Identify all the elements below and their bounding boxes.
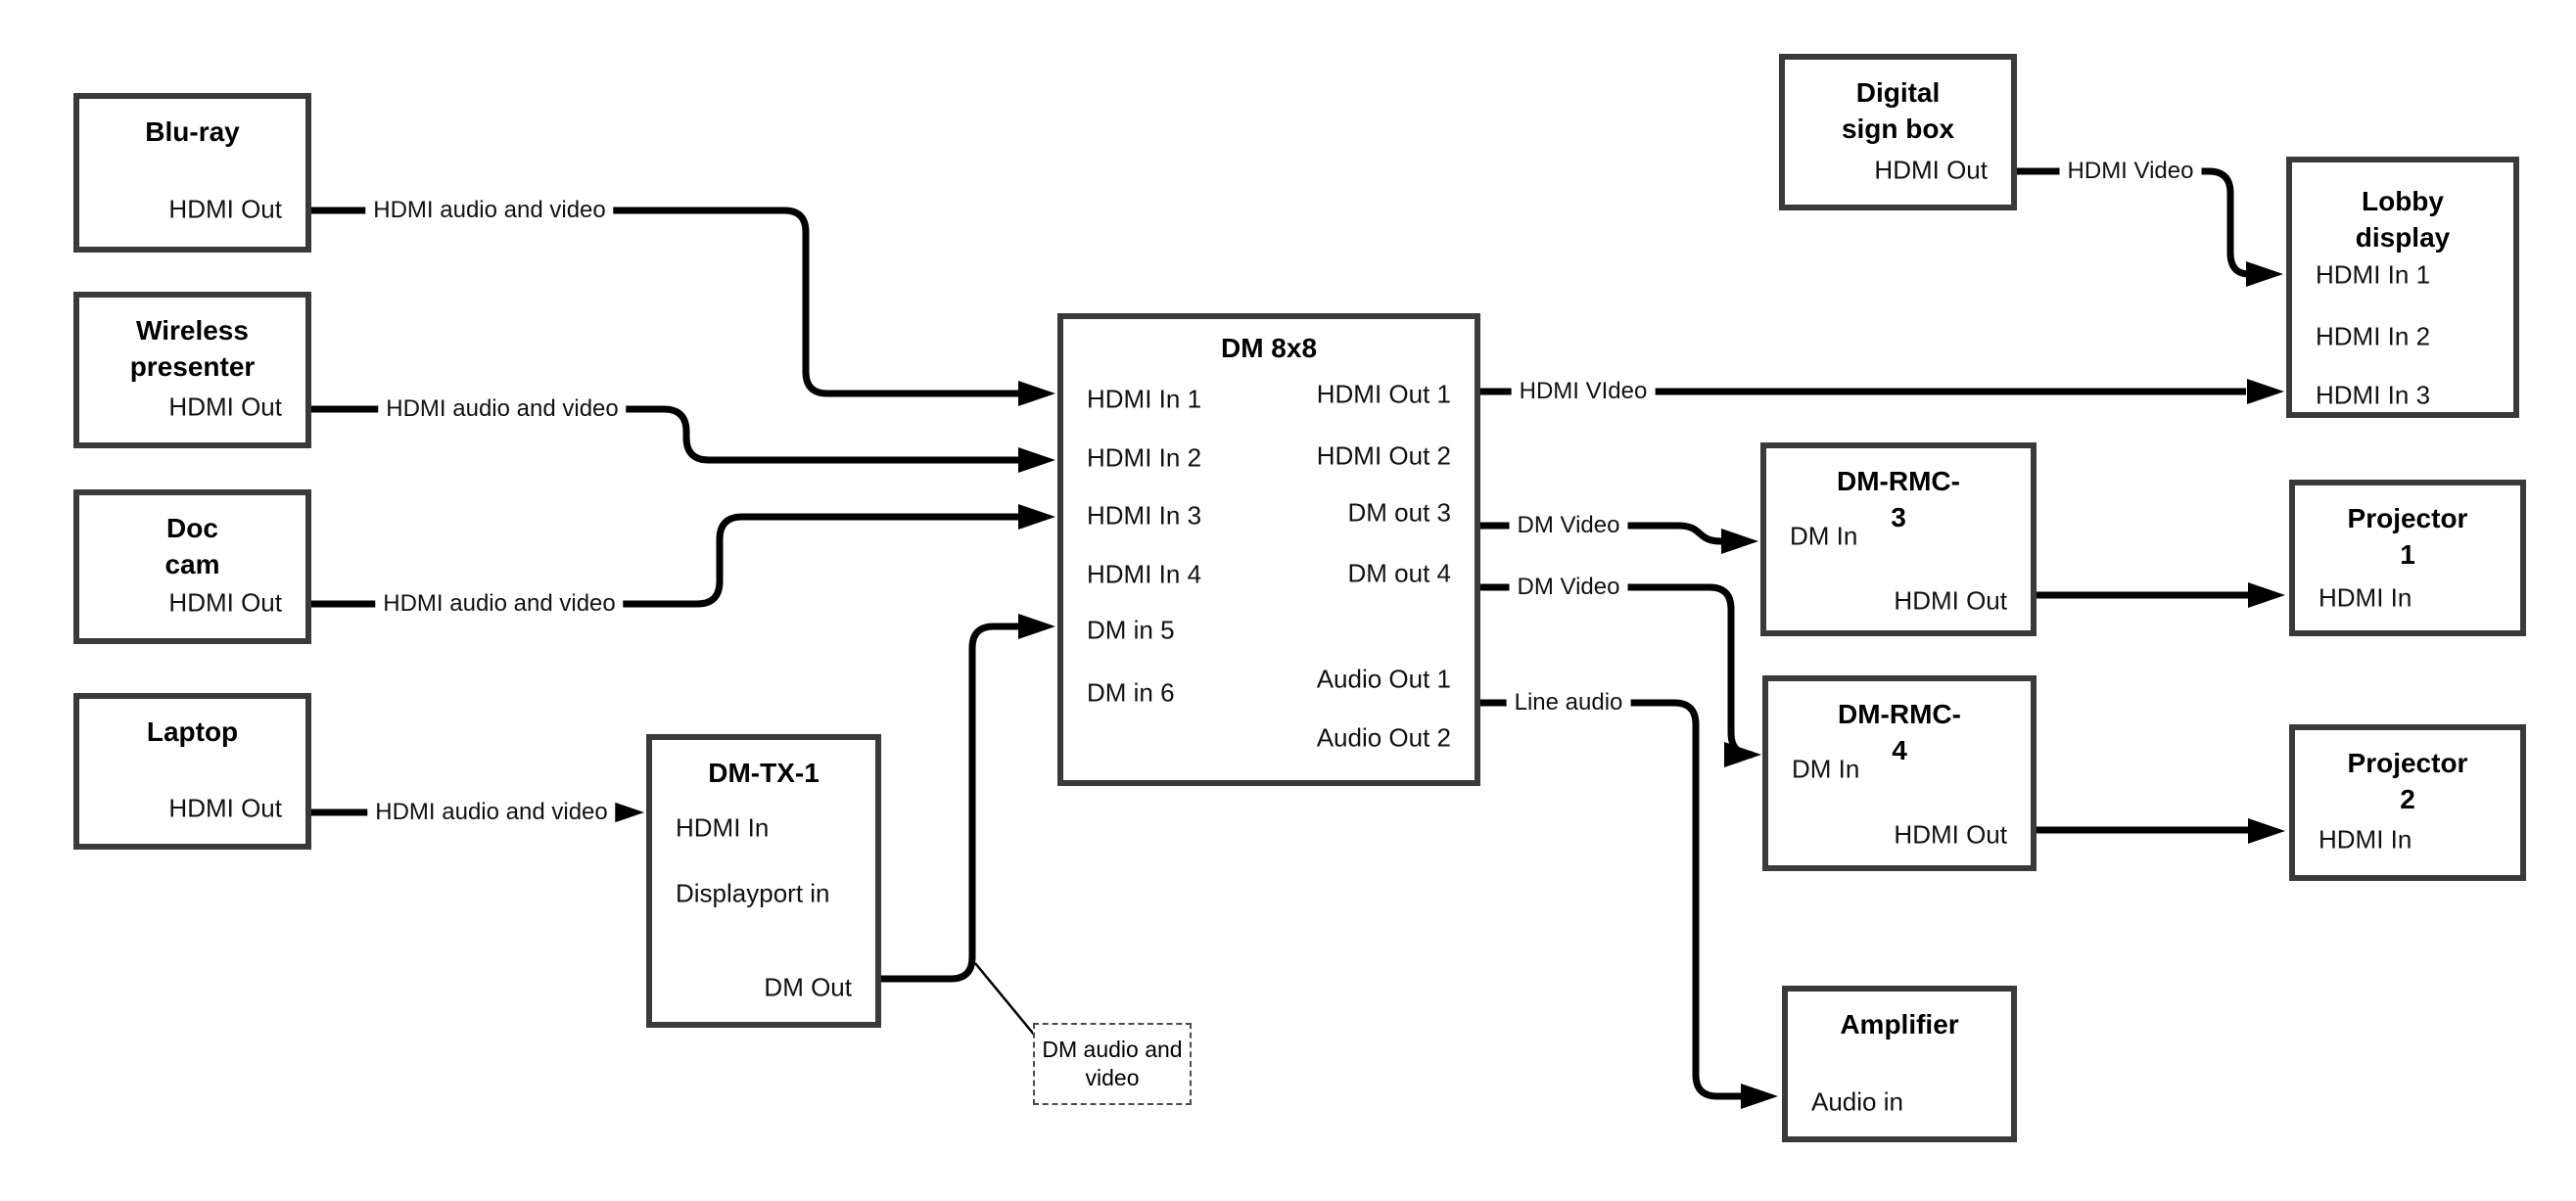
arrow-lobby-in3	[2247, 379, 2284, 404]
port-dm8x8-hdmi-out-1: HDMI Out 1	[1316, 379, 1451, 409]
port-amp-audio-in: Audio in	[1811, 1086, 1903, 1117]
port-proj1-hdmi-in: HDMI In	[2318, 582, 2412, 613]
port-rmc4-dm-in: DM In	[1792, 754, 1860, 784]
port-proj2-hdmi-in: HDMI In	[2318, 824, 2412, 855]
node-bluray-title: Blu-ray	[145, 116, 240, 147]
cable-label-dm-video-out4: DM Video	[1509, 572, 1628, 603]
port-rmc4-hdmi-out: HDMI Out	[1894, 819, 2007, 850]
port-rmc3-dm-in: DM In	[1790, 521, 1858, 551]
arrow-dmtx1-hdmi-in	[607, 800, 644, 825]
port-dmtx1-hdmi-in: HDMI In	[676, 812, 770, 843]
port-dm8x8-dm-out-3: DM out 3	[1347, 497, 1452, 528]
arrow-amp-audio-in	[1741, 1084, 1778, 1109]
cable-digisign-to-lobby-in1	[2017, 167, 2250, 278]
port-dm8x8-hdmi-in-3: HDMI In 3	[1087, 500, 1202, 531]
arrow-rmc4-dm-in	[1724, 742, 1761, 767]
note-leader-line	[974, 962, 1036, 1037]
node-rmc3-title: DM-RMC-3	[1837, 466, 1960, 532]
port-digisign-hdmi-out: HDMI Out	[1874, 155, 1988, 185]
node-amplifier: Amplifier Audio in	[1782, 986, 2017, 1142]
cable-label-laptop: HDMI audio and video	[367, 797, 616, 828]
port-dmtx1-dm-out: DM Out	[764, 972, 852, 1002]
node-doc-cam: Doc cam HDMI Out	[73, 489, 311, 644]
port-wireless-hdmi-out: HDMI Out	[168, 392, 282, 422]
port-dm8x8-hdmi-in-1: HDMI In 1	[1087, 384, 1202, 414]
port-dm8x8-hdmi-in-4: HDMI In 4	[1087, 559, 1202, 589]
node-dmtx1-title: DM-TX-1	[708, 758, 820, 788]
node-dm-8x8: DM 8x8 HDMI In 1 HDMI In 2 HDMI In 3 HDM…	[1057, 313, 1480, 786]
cable-label-bluray: HDMI audio and video	[365, 195, 614, 226]
cable-dm8x8-out4-to-rmc4	[1480, 583, 1754, 759]
note-text: DM audio and video	[1042, 1037, 1183, 1090]
cable-label-line-audio: Line audio	[1506, 687, 1631, 718]
node-laptop-title: Laptop	[146, 716, 239, 747]
port-dm8x8-hdmi-in-2: HDMI In 2	[1087, 442, 1202, 473]
cable-bluray-to-dm8x8-in1	[311, 207, 1018, 397]
port-dmtx1-displayport-in: Displayport in	[676, 878, 830, 908]
arrowheads	[607, 261, 2285, 1109]
port-lobby-hdmi-in-1: HDMI In 1	[2316, 259, 2431, 290]
port-dm8x8-audio-out-1: Audio Out 1	[1316, 664, 1451, 694]
port-bluray-hdmi-out: HDMI Out	[168, 194, 282, 224]
cable-wireless-to-dm8x8-in2	[311, 405, 1018, 464]
node-dm-rmc-4: DM-RMC-4 DM In HDMI Out	[1762, 675, 2037, 871]
node-doccam-title: Doc cam	[164, 513, 220, 579]
port-dm8x8-audio-out-2: Audio Out 2	[1316, 722, 1451, 753]
cable-label-wireless: HDMI audio and video	[378, 393, 627, 425]
port-dm8x8-dm-out-4: DM out 4	[1347, 558, 1452, 588]
node-dm-tx-1: DM-TX-1 HDMI In Displayport in DM Out	[646, 734, 881, 1028]
node-amp-title: Amplifier	[1840, 1009, 1959, 1039]
node-dm-rmc-3: DM-RMC-3 DM In HDMI Out	[1760, 442, 2037, 636]
arrow-dm8x8-in1	[1018, 381, 1055, 406]
cable-label-hdmi-video-out1: HDMI VIdeo	[1511, 376, 1656, 407]
arrow-rmc3-dm-in	[1721, 529, 1758, 554]
node-projector-1: Projector 1 HDMI In	[2289, 480, 2526, 636]
port-lobby-hdmi-in-3: HDMI In 3	[2316, 380, 2431, 410]
arrow-dm8x8-in3	[1018, 504, 1055, 530]
port-laptop-hdmi-out: HDMI Out	[168, 793, 282, 823]
port-dm8x8-hdmi-out-2: HDMI Out 2	[1316, 440, 1451, 471]
node-wireless-presenter: Wireless presenter HDMI Out	[73, 292, 311, 448]
node-proj2-title: Projector 2	[2347, 748, 2468, 814]
port-dm8x8-dm-in-6: DM in 6	[1087, 677, 1175, 708]
node-proj1-title: Projector 1	[2347, 503, 2468, 570]
arrow-proj1-hdmi-in	[2248, 582, 2285, 608]
node-bluray: Blu-ray HDMI Out	[73, 93, 311, 253]
port-rmc3-hdmi-out: HDMI Out	[1894, 585, 2007, 616]
arrow-proj2-hdmi-in	[2248, 818, 2285, 844]
node-digital-sign-box: Digital sign box HDMI Out	[1779, 54, 2017, 210]
cable-label-doccam: HDMI audio and video	[375, 588, 624, 620]
cable-doccam-to-dm8x8-in3	[311, 513, 1018, 608]
port-lobby-hdmi-in-2: HDMI In 2	[2316, 321, 2431, 351]
node-rmc4-title: DM-RMC-4	[1838, 699, 1961, 765]
cable-label-dm-video-out3: DM Video	[1509, 510, 1628, 541]
node-dm8x8-title: DM 8x8	[1220, 333, 1318, 363]
node-laptop: Laptop HDMI Out	[73, 693, 311, 850]
cable-dmtx1-to-dm8x8-in5	[881, 623, 1018, 983]
arrow-dm8x8-in2	[1018, 447, 1055, 473]
note-dm-audio-and-video: DM audio and video	[1033, 1023, 1192, 1105]
node-lobby-title: Lobby display	[2355, 186, 2451, 253]
cable-dm8x8-audio1-to-amp	[1480, 699, 1741, 1100]
cable-dm8x8-out3-to-rmc3	[1480, 522, 1722, 545]
port-dm8x8-dm-in-5: DM in 5	[1087, 615, 1175, 645]
node-digisign-title: Digital sign box	[1841, 77, 1955, 144]
port-doccam-hdmi-out: HDMI Out	[168, 587, 282, 618]
arrow-dm8x8-in5	[1018, 614, 1055, 639]
node-projector-2: Projector 2 HDMI In	[2289, 724, 2526, 881]
node-wireless-title: Wireless presenter	[129, 315, 256, 382]
arrow-lobby-in1	[2246, 261, 2283, 287]
node-lobby-display: Lobby display HDMI In 1 HDMI In 2 HDMI I…	[2286, 157, 2519, 418]
cable-label-digisign-hdmi-video: HDMI Video	[2059, 156, 2202, 187]
